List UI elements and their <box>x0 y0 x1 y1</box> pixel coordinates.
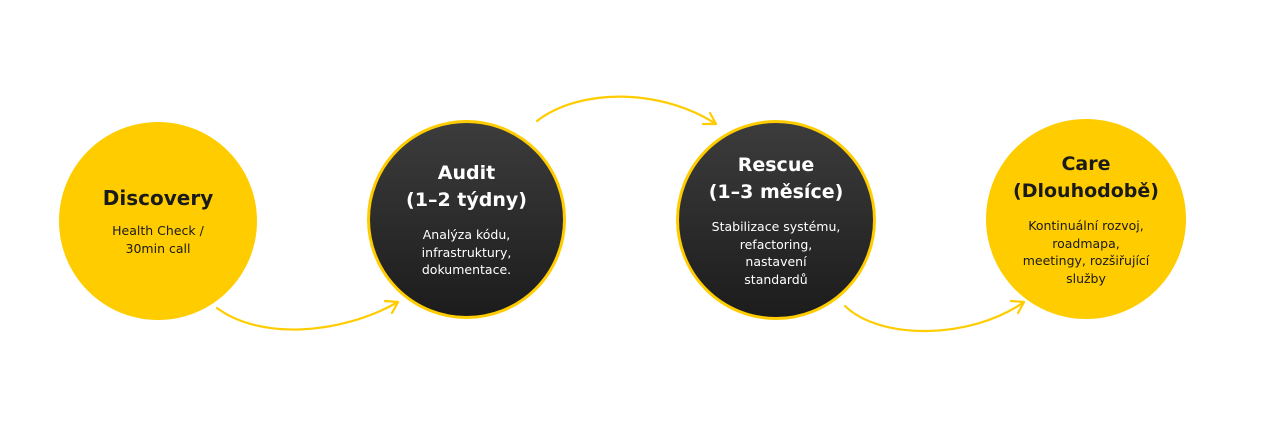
step-rescue: Rescue (1–3 měsíce) Stabilizace systému,… <box>676 120 876 320</box>
step-description: Stabilizace systému, refactoring, nastav… <box>712 218 841 288</box>
step-description-line: meetingy, rozšiřující <box>1022 253 1150 268</box>
step-description-line: služby <box>1066 270 1106 286</box>
arrow-discovery-to-audit <box>215 299 400 331</box>
step-description: Kontinuální rozvoj, roadmapa, meetingy, … <box>1023 217 1150 287</box>
step-description-line: dokumentace. <box>421 262 512 278</box>
step-duration: (1–2 týdny) <box>406 189 527 212</box>
arrow-audit-to-rescue <box>535 95 718 126</box>
step-description-line: Kontinuální rozvoj, <box>1028 218 1144 233</box>
step-duration: (1–3 měsíce) <box>708 181 844 203</box>
step-description-line: refactoring, <box>739 236 813 252</box>
step-description-line: standardů <box>744 271 808 287</box>
step-discovery: Discovery Health Check / 30min call <box>59 122 257 320</box>
step-description-line: Stabilizace systému, <box>711 219 841 234</box>
step-title: Care (Dlouhodobě) <box>1013 151 1159 205</box>
step-title-line: Care <box>1061 153 1111 175</box>
arrow-rescue-to-care <box>843 299 1026 333</box>
step-title: Audit (1–2 týdny) <box>406 160 527 214</box>
step-description: Analýza kódu, infrastruktury, dokumentac… <box>422 226 512 279</box>
step-title-line: Rescue <box>737 154 815 176</box>
step-title-line: Audit <box>437 162 496 185</box>
step-description-line: Analýza kódu, <box>422 227 511 243</box>
step-description-line: infrastruktury, <box>421 244 512 260</box>
step-description-line: Health Check / <box>112 223 204 238</box>
step-care: Care (Dlouhodobě) Kontinuální rozvoj, ro… <box>986 119 1186 319</box>
step-title: Rescue (1–3 měsíce) <box>709 152 844 206</box>
step-description-line: nastavení <box>745 254 807 269</box>
step-description: Health Check / 30min call <box>112 222 204 257</box>
step-description-line: roadmapa, <box>1052 235 1120 251</box>
step-duration: (Dlouhodobě) <box>1013 180 1159 202</box>
step-description-line: 30min call <box>125 240 191 256</box>
step-audit: Audit (1–2 týdny) Analýza kódu, infrastr… <box>367 120 566 319</box>
step-title: Discovery <box>102 186 214 210</box>
